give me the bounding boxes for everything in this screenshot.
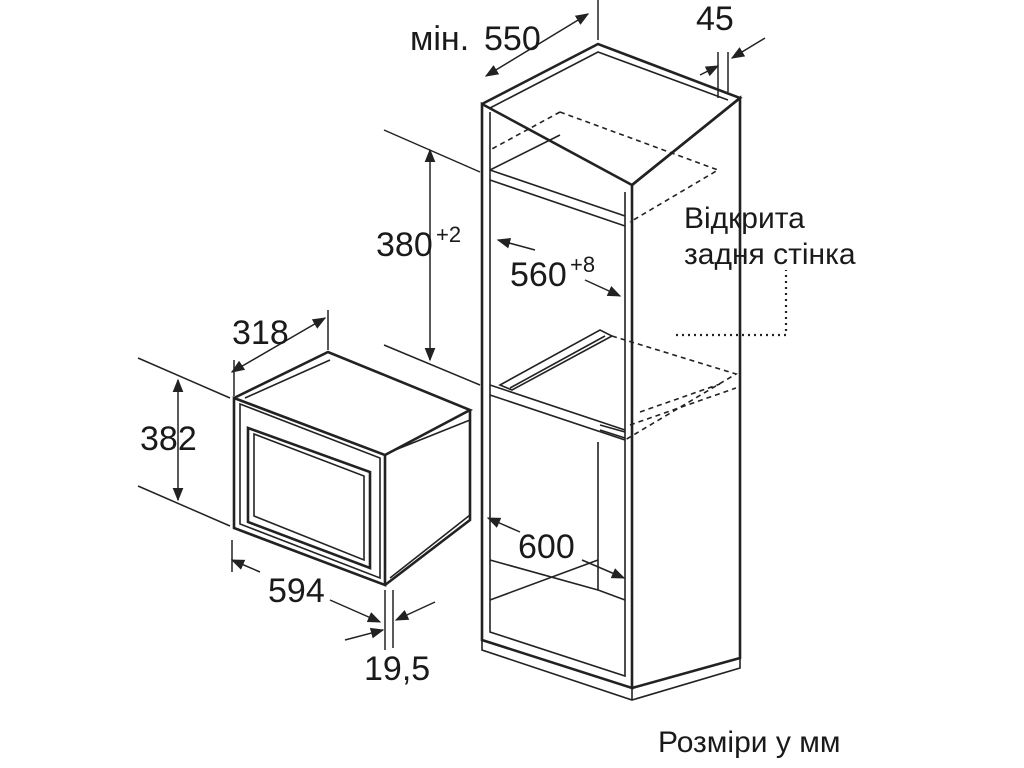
label-front-depth-19-5: 19,5 (364, 650, 430, 688)
open-back-leader (676, 270, 788, 337)
label-min-prefix: мін. (410, 20, 469, 58)
label-niche-height-tol: +2 (436, 222, 461, 247)
label-depth-550: 550 (484, 20, 541, 58)
label-niche-width-560: 560 (510, 256, 567, 294)
dimension-lines (137, 0, 766, 650)
label-gap-45: 45 (696, 0, 734, 38)
label-niche-width-tol: +8 (570, 252, 595, 277)
label-niche-height-380: 380 (376, 226, 433, 264)
note-open-back-line2: задня стінка (684, 238, 856, 271)
label-cabinet-width-600: 600 (518, 528, 575, 566)
note-units: Розміри у мм (658, 726, 840, 759)
label-device-height-382: 382 (140, 420, 197, 458)
labels: мін. 550 45 380 +2 560 +8 318 382 594 60… (140, 0, 856, 759)
note-open-back-line1: Відкрита (684, 202, 805, 235)
label-device-width-594: 594 (268, 572, 325, 610)
label-device-depth-318: 318 (232, 314, 289, 352)
cabinet-drawing (480, 42, 743, 701)
device-drawing (232, 350, 474, 587)
